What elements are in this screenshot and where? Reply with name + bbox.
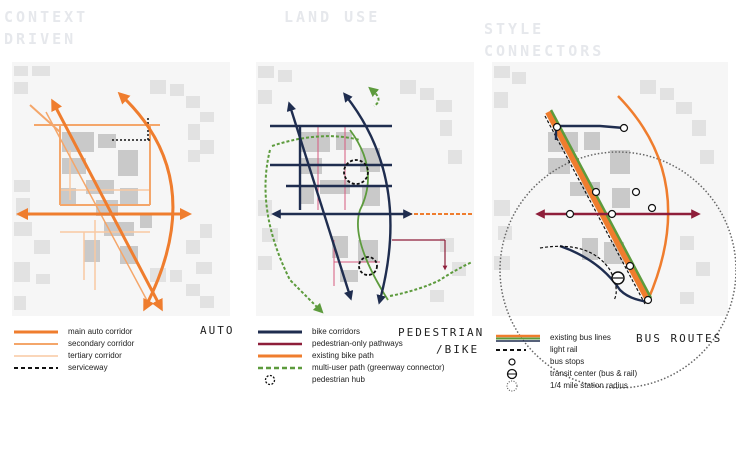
legend-item-pedestrian-pathways: pedestrian-only pathways: [256, 338, 445, 349]
swatch-existing-bike: [256, 353, 304, 359]
legend-pedestrian: bike corridors pedestrian-only pathways …: [256, 326, 445, 386]
label-auto: AUTO: [200, 324, 235, 337]
legend-item-multi-user-path: multi-user path (greenway connector): [256, 362, 445, 373]
legend-item-station-radius: 1/4 mile station radius: [494, 379, 637, 392]
legend-item-existing-bus-lines: existing bus lines: [494, 332, 637, 343]
legend-item-light-rail: light rail: [494, 344, 637, 355]
legend-item-pedestrian-hub: pedestrian hub: [256, 374, 445, 385]
legend-label: main auto corridor: [68, 327, 133, 336]
title-connectors: CONNECTORS: [484, 42, 605, 60]
swatch-secondary: [12, 341, 60, 347]
swatch-pedestrian: [256, 341, 304, 347]
swatch-bus-stop: [494, 357, 542, 367]
legend-item-serviceway: serviceway: [12, 362, 134, 373]
map-auto: [12, 62, 230, 316]
legend-label: secondary corridor: [68, 339, 135, 348]
legend-item-tertiary-corridor: tertiary corridor: [12, 350, 134, 361]
legend-item-secondary-corridor: secondary corridor: [12, 338, 134, 349]
legend-label: tertiary corridor: [68, 351, 122, 360]
swatch-tertiary: [12, 353, 60, 359]
legend-item-main-auto-corridor: main auto corridor: [12, 326, 134, 337]
title-context: CONTEXT: [4, 8, 89, 26]
label-bike: /BIKE: [436, 343, 480, 356]
label-pedestrian: PEDESTRIAN: [398, 326, 485, 339]
map-pedestrian: [256, 62, 474, 316]
title-style: STYLE: [484, 20, 545, 38]
swatch-main-auto: [12, 329, 60, 335]
swatch-greenway: [256, 365, 304, 371]
legend-item-existing-bike-path: existing bike path: [256, 350, 445, 361]
legend-label: serviceway: [68, 363, 108, 372]
legend-label: pedestrian hub: [312, 375, 365, 384]
legend-label: pedestrian-only pathways: [312, 339, 403, 348]
legend-label: bike corridors: [312, 327, 361, 336]
swatch-hub: [256, 374, 304, 386]
legend-item-bike-corridors: bike corridors: [256, 326, 445, 337]
swatch-bus-lines: [494, 334, 542, 342]
title-driven: DRIVEN: [4, 30, 77, 48]
legend-auto: main auto corridor secondary corridor te…: [12, 326, 134, 374]
legend-bus: existing bus lines light rail bus stops …: [494, 332, 637, 392]
legend-label: bus stops: [550, 357, 585, 366]
swatch-transit-center: [494, 368, 542, 380]
legend-label: multi-user path (greenway connector): [312, 363, 445, 372]
title-land-use: LAND USE: [284, 8, 381, 26]
legend-label: 1/4 mile station radius: [550, 381, 628, 390]
label-bus-routes: BUS ROUTES: [636, 332, 723, 345]
swatch-serviceway: [12, 365, 60, 371]
swatch-light-rail: [494, 347, 542, 353]
legend-item-bus-stops: bus stops: [494, 356, 637, 367]
swatch-station-radius: [494, 379, 542, 392]
map-bus: [492, 62, 736, 389]
swatch-bike: [256, 329, 304, 335]
legend-label: transit center (bus & rail): [550, 369, 638, 378]
legend-item-transit-center: transit center (bus & rail): [494, 368, 637, 379]
legend-label: existing bike path: [312, 351, 374, 360]
legend-label: existing bus lines: [550, 333, 611, 342]
legend-label: light rail: [550, 345, 578, 354]
